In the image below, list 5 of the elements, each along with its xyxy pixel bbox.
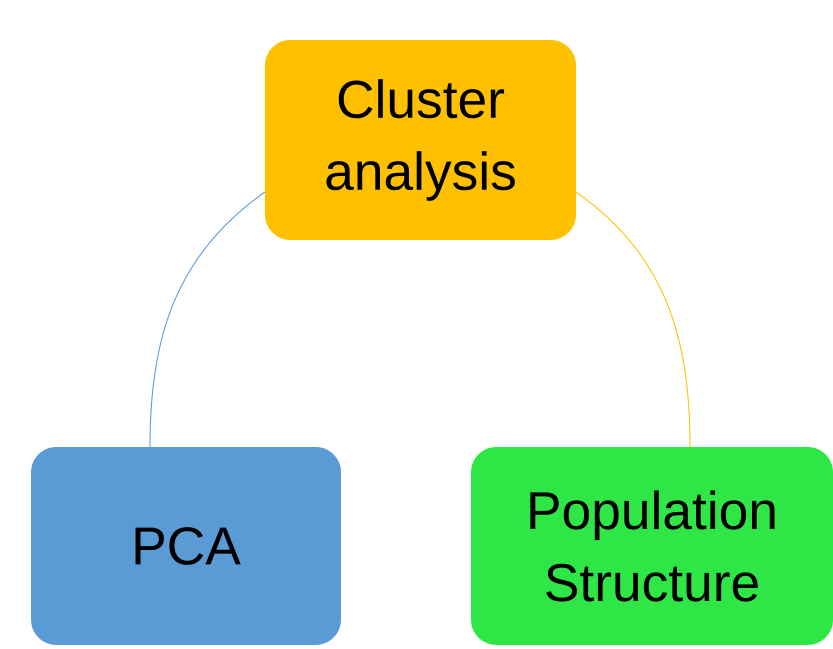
- process-box: PCA: [31, 446, 341, 645]
- process-box: Cluster analysis: [265, 40, 576, 240]
- connector-arc: [149, 192, 266, 447]
- process-box: Population Structure: [471, 446, 833, 645]
- connector-arc: [576, 192, 691, 447]
